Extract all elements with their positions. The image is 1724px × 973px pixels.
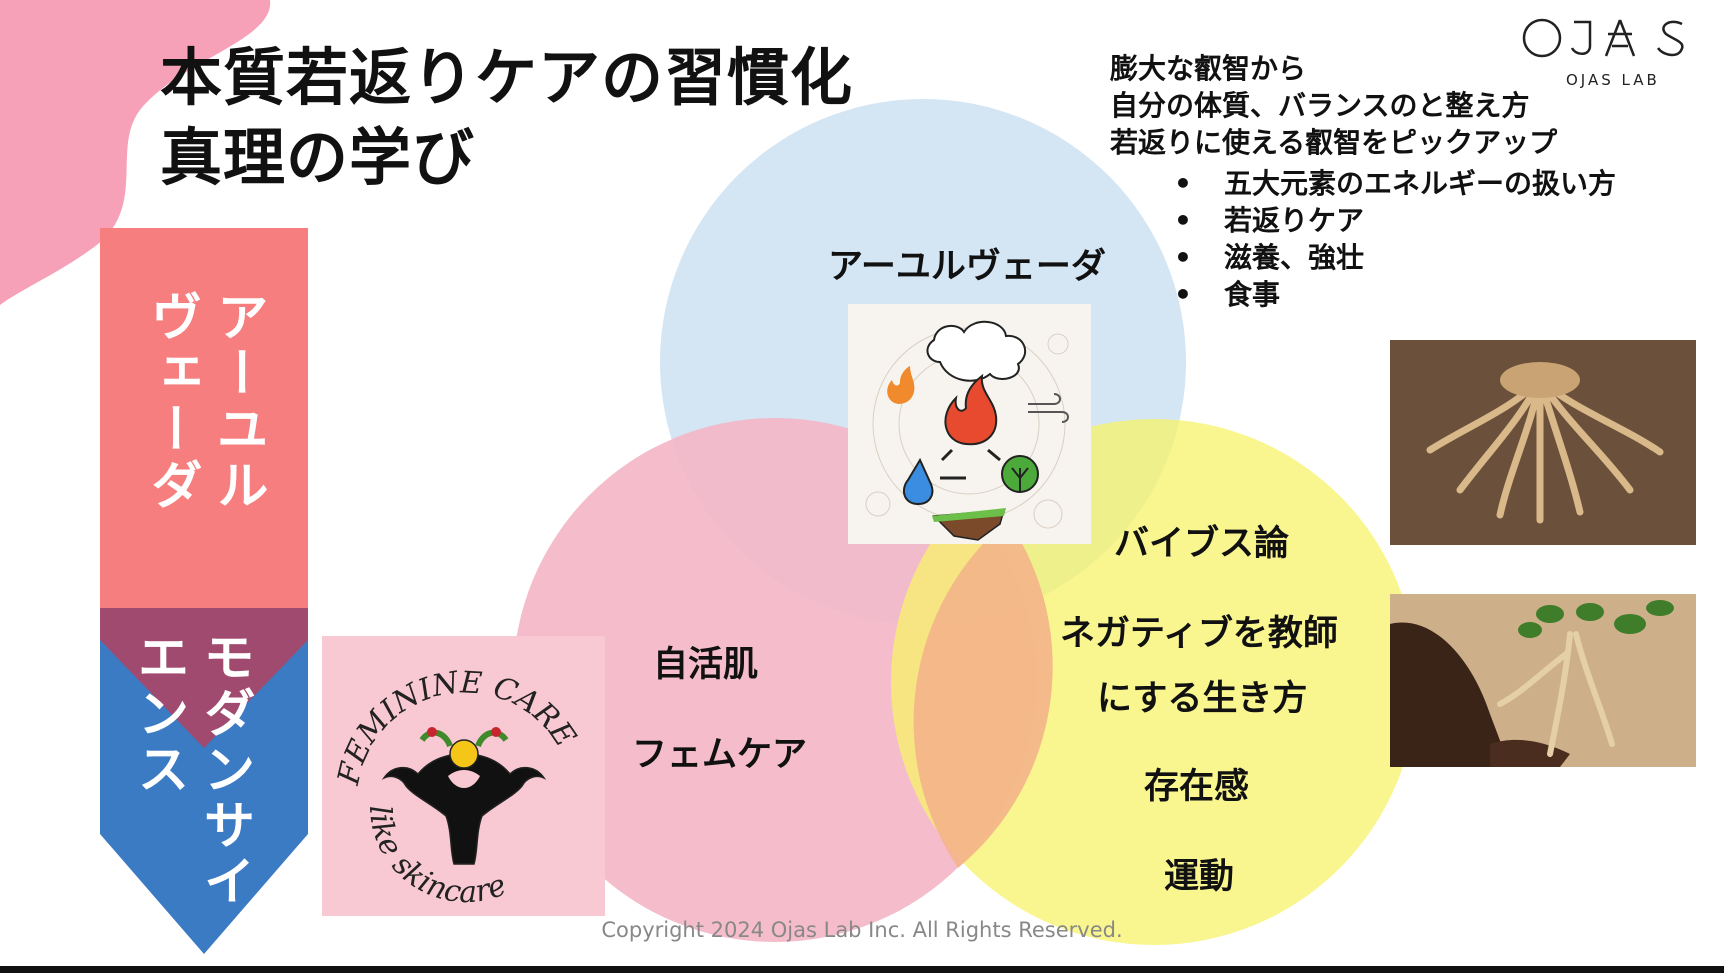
feminine-care-image: FEMININE CARE like skincare [322,636,605,916]
title-line-2: 真理の学び [160,121,476,194]
root-photo-top [1390,340,1696,545]
venn-label-ayurveda: アーユルヴェーダ [828,247,1106,287]
flower-icon [449,739,479,769]
venn-label-left-2: フェムケア [632,735,808,775]
venn-overlap-left-right [913,520,1053,868]
banner-text-modern-science: モダンサイエンス [128,630,254,910]
venn-label-left-1: 自活肌 [653,645,759,685]
bottom-rule [0,966,1724,973]
elements-image [848,304,1091,544]
fire-icon [944,373,998,446]
banner-text-ayurveda: アーユルヴェーダ [141,290,267,514]
ojas-lab-logo: OJAS LAB [1520,14,1710,94]
arc-text-bottom: like skincare [362,805,511,911]
venn-label-right-2: ネガティブを教師 [1060,614,1338,654]
water-drop-icon [902,457,934,506]
ojas-logo-mark [1522,18,1684,58]
banner-modern-science-block [100,608,308,954]
copyright-text: Copyright 2024 Ojas Lab Inc. All Rights … [601,918,1123,942]
uterus-icon [381,753,547,865]
venn-label-right-4: 存在感 [1144,767,1250,807]
banner-ayurveda-block [100,228,308,658]
cloud-icon [926,320,1027,382]
hand-holding-root-illustration [1390,594,1696,767]
bullet-item: 滋養、強壮 [1174,239,1616,276]
bullet-item: 若返りケア [1174,202,1616,239]
feminine-care-logo-art: FEMININE CARE like skincare [331,665,583,911]
title-line-1: 本質若返りケアの習慣化 [160,41,854,114]
wind-icon [1028,393,1069,423]
info-line: 自分の体質、バランスのと整え方 [1110,89,1530,122]
small-fire-icon [887,366,915,404]
venn-label-right-5: 運動 [1164,857,1235,897]
info-bullet-list: 五大元素のエネルギーの扱い方 若返りケア 滋養、強壮 食事 [1110,165,1616,313]
venn-label-right-1: バイブス論 [1114,524,1290,564]
five-elements-illustration [865,320,1069,541]
info-line: 若返りに使える叡智をピックアップ [1110,126,1558,159]
page-title: 本質若返りケアの習慣化 真理の学び [160,38,853,198]
left-banner [100,228,308,954]
pink-corner-blob [0,0,271,305]
root-bundle-illustration [1390,340,1696,545]
venn-label-right-3: にする生き方 [1097,679,1308,719]
root-photo-bottom [1390,594,1696,767]
logo-subtitle: OJAS LAB [1566,71,1660,89]
info-line: 膨大な叡智から [1110,52,1307,85]
bullet-item: 五大元素のエネルギーの扱い方 [1174,165,1616,202]
banner-overlap-triangle [100,608,308,748]
info-block: 膨大な叡智から 自分の体質、バランスのと整え方 若返りに使える叡智をピックアップ… [1110,50,1616,313]
venn-circle-left [513,418,1037,942]
